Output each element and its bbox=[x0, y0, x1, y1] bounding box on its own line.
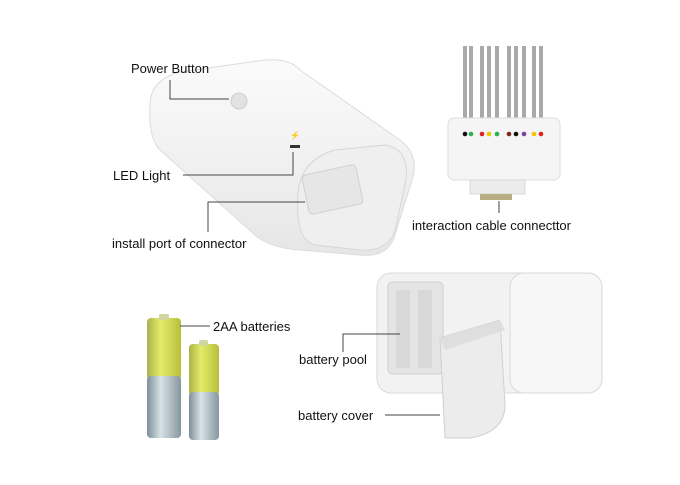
battery-device bbox=[376, 272, 603, 439]
connector-pin bbox=[480, 46, 484, 120]
connector-pin bbox=[539, 46, 543, 120]
power-button-shape bbox=[230, 92, 248, 110]
cable-connector-label: interaction cable connecttor bbox=[412, 218, 571, 233]
batteries bbox=[147, 314, 219, 440]
connector-pin bbox=[463, 46, 467, 120]
lead-color-dot bbox=[486, 131, 492, 137]
batteries-label: 2AA batteries bbox=[213, 319, 291, 334]
lead-color-dot bbox=[506, 131, 512, 137]
lead-color-dot bbox=[468, 131, 474, 137]
led-light-label: LED Light bbox=[113, 168, 171, 183]
power-button-label: Power Button bbox=[131, 61, 210, 76]
lead-color-dot bbox=[513, 131, 519, 137]
device-main: ⚡ bbox=[149, 59, 415, 256]
lead-color-dot bbox=[479, 131, 485, 137]
install-port-label: install port of connector bbox=[112, 236, 247, 251]
connector-pin bbox=[469, 46, 473, 120]
battery-pool-label: battery pool bbox=[299, 352, 367, 367]
connector-pin bbox=[532, 46, 536, 120]
led-leader-line bbox=[183, 152, 294, 176]
connector-pin bbox=[487, 46, 491, 120]
connector-pin bbox=[522, 46, 526, 120]
led-shape bbox=[290, 145, 300, 148]
cable-connector bbox=[447, 46, 561, 213]
power-leader-line bbox=[169, 80, 229, 100]
pool-leader-line bbox=[342, 333, 400, 352]
connector-pin bbox=[514, 46, 518, 120]
connector-pin bbox=[507, 46, 511, 120]
port-leader-line bbox=[207, 201, 305, 232]
lead-color-dot bbox=[462, 131, 468, 137]
battery-cover-label: battery cover bbox=[298, 408, 374, 423]
lead-color-dot bbox=[494, 131, 500, 137]
lead-color-dot bbox=[521, 131, 527, 137]
lead-color-dot bbox=[538, 131, 544, 137]
connector-pin bbox=[495, 46, 499, 120]
svg-text:⚡: ⚡ bbox=[290, 130, 300, 140]
lead-color-dot bbox=[531, 131, 537, 137]
